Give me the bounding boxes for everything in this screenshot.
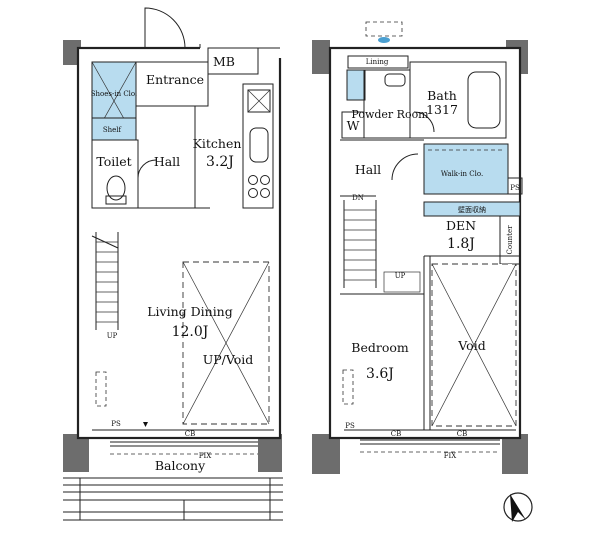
entrance-door (144, 7, 186, 49)
up-label: UP (107, 332, 118, 340)
ps-label-upper: PS (510, 184, 520, 192)
lining-storage (346, 69, 366, 101)
wall-pillar (312, 434, 340, 474)
w-label: W (347, 118, 360, 133)
toilet-label: Toilet (96, 154, 131, 169)
mb-label: MB (213, 54, 235, 69)
floor-1: MB Entrance Shoes-in Clo. Shelf Kitchen … (63, 7, 283, 521)
wall-pillar (258, 434, 282, 472)
toilet-tank (105, 195, 127, 205)
floor-2: Lining W Powder Room Bath 1317 Hall Walk… (312, 21, 528, 474)
detector-dot (378, 37, 390, 43)
balcony-label: Balcony (155, 458, 206, 473)
cb-label-1: CB (391, 430, 402, 438)
kitchen-label: Kitchen (193, 136, 242, 151)
bath-label: Bath (427, 88, 457, 103)
staircase-2f (343, 200, 421, 293)
fix-label: FIX (199, 452, 212, 460)
walk-in-door (391, 153, 419, 181)
kitchen-sink (249, 127, 269, 163)
bath-room (409, 61, 507, 139)
ps-label-lower: PS (345, 422, 355, 430)
void-label: Void (457, 338, 485, 353)
kitchen-size: 3.2J (206, 154, 234, 170)
toilet-door (137, 159, 157, 179)
kitchen-counter (242, 83, 274, 209)
living-dining-label: Living Dining (147, 304, 233, 319)
dn-label: DN (352, 194, 364, 202)
lining-shelf (347, 55, 409, 69)
toilet-fixture (106, 175, 126, 201)
smoke-detector-icon (365, 21, 403, 37)
lining-label: Lining (366, 58, 389, 66)
balcony-railing (63, 477, 283, 521)
cb-label-2: CB (457, 430, 468, 438)
wall-pillar (502, 434, 528, 474)
stove-burner (260, 175, 270, 185)
living-dining-size: 12.0J (172, 324, 209, 340)
bedroom-size: 3.6J (366, 366, 394, 382)
wall-storage (423, 201, 521, 217)
entrance-label: Entrance (146, 72, 204, 87)
walk-in-label: Walk-in Clo. (441, 170, 483, 178)
fridge-box (247, 89, 271, 113)
ps-label: PS (111, 420, 121, 428)
hall-label-2f: Hall (355, 162, 381, 177)
den-label: DEN (446, 218, 476, 233)
bath-door (413, 111, 435, 133)
wall-pillar (312, 40, 330, 74)
bathtub (467, 71, 501, 129)
ps-box (507, 177, 523, 195)
window-arrow (143, 422, 148, 427)
stove-burner (248, 175, 258, 185)
fix-label-2f: FIX (444, 452, 457, 460)
ps-marker (95, 371, 107, 407)
den-size: 1.8J (447, 236, 475, 252)
bedroom-label: Bedroom (351, 340, 409, 355)
cb-label: CB (185, 430, 196, 438)
stove-burner (248, 188, 258, 198)
shelf-label: Shelf (103, 126, 123, 134)
staircase-1f (91, 232, 119, 330)
north-arrow-icon (503, 492, 533, 522)
mb-box (207, 47, 259, 75)
stove-burner (260, 188, 270, 198)
storage-jp-label: 壁面収納 (458, 205, 486, 214)
up-label-2f: UP (395, 272, 406, 280)
powder-sink (384, 73, 406, 87)
ps-marker (342, 369, 354, 405)
up-void-label: UP/Void (203, 352, 254, 367)
counter-label: Counter (506, 225, 514, 255)
powder-room-label: Powder Room (351, 108, 429, 121)
wall-pillar (63, 40, 81, 65)
shoes-closet-label: Shoes-in Clo. (91, 90, 138, 98)
walk-in-closet (423, 143, 509, 195)
bath-size: 1317 (426, 102, 458, 117)
hall-label: Hall (154, 154, 180, 169)
wall-pillar (63, 434, 89, 472)
